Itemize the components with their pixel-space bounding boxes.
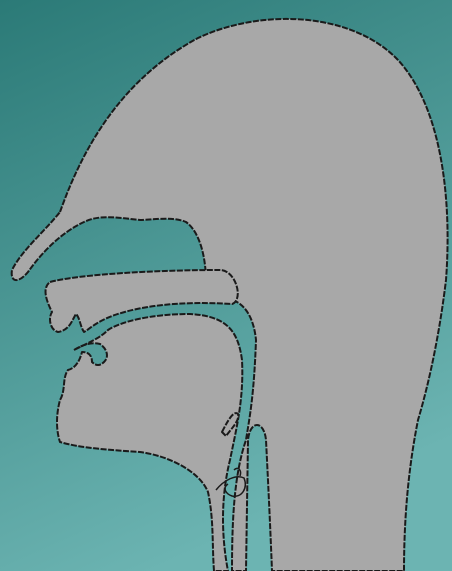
diagram-canvas — [0, 0, 452, 571]
vocal-tract-diagram — [0, 0, 452, 571]
